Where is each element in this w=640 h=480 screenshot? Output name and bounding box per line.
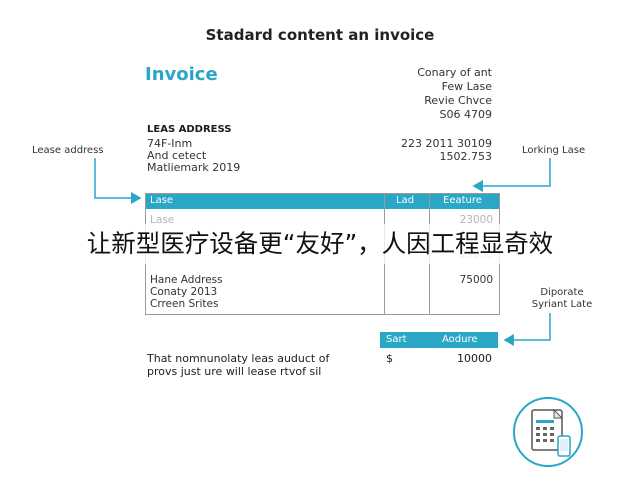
table-cell-line: Crreen Srites xyxy=(150,298,219,310)
table-header-cell: Eeature xyxy=(443,195,482,206)
company-line: Few Lase xyxy=(441,80,492,93)
company-line: Revie Chvce xyxy=(424,94,492,107)
table-cell-line: Conaty 2013 xyxy=(150,286,218,298)
invoice-number-line: 223 2011 30109 xyxy=(401,137,492,150)
caption-overlay xyxy=(0,224,640,264)
totals-note: That nomnunolaty leas auduct of provs ju… xyxy=(147,352,329,378)
callout-line: Diporate xyxy=(540,287,584,298)
callout-line: Syriant Late xyxy=(531,299,593,310)
table-header-cell: Lad xyxy=(396,195,415,206)
totals-currency: $ xyxy=(386,352,393,365)
totals-header-cell: Sart xyxy=(386,334,407,345)
callout-lorking-lase: Lorking Lase xyxy=(522,145,586,156)
invoice-number-line: 1502.753 xyxy=(439,150,493,163)
table-cell: Lase xyxy=(150,214,175,226)
table-header-cell: Lase xyxy=(150,195,174,206)
calculator-document-icon xyxy=(512,396,584,468)
lease-address-line: 74F-Inm xyxy=(147,137,193,150)
table-cell-address: Hane Address Conaty 2013 Crreen Srites xyxy=(150,274,223,310)
table-cell: 75000 xyxy=(459,274,493,286)
phone-icon xyxy=(557,435,571,457)
company-line: S06 4709 xyxy=(439,108,492,121)
table-header: Lase Lad Eeature xyxy=(146,194,499,209)
lease-address-line: And cetect xyxy=(147,149,207,162)
invoice-numbers: 223 2011 30109 1502.753 xyxy=(401,137,492,163)
company-line: Conary of ant xyxy=(417,66,492,79)
page-title: Stadard content an invoice xyxy=(205,26,435,44)
totals-amount: 10000 xyxy=(457,352,492,365)
arrow-right-bottom xyxy=(503,313,551,346)
table-cell: 23000 xyxy=(459,214,493,226)
lease-address: 74F-Inm And cetect Matliemark 2019 xyxy=(147,138,240,174)
table-cell-line: Hane Address xyxy=(150,274,223,286)
lease-address-title: LEAS ADDRESS xyxy=(147,124,232,135)
callout-lease-address: Lease address xyxy=(32,145,104,156)
callout-diporate: Diporate Syriant Late xyxy=(522,287,602,311)
arrow-left xyxy=(94,158,142,204)
totals-note-line: provs just ure will lease rtvof sil xyxy=(147,365,322,378)
lease-address-line: Matliemark 2019 xyxy=(147,161,241,174)
arrow-right-top xyxy=(472,158,551,192)
totals-note-line: That nomnunolaty leas auduct of xyxy=(147,352,330,365)
totals-header-cell: Aodure xyxy=(442,334,478,345)
company-info: Conary of ant Few Lase Revie Chvce S06 4… xyxy=(417,66,492,122)
caption-text: 让新型医疗设备更“友好”，人因工程显奇效 xyxy=(86,229,554,258)
totals-header: Sart Aodure xyxy=(380,332,498,348)
invoice-heading: Invoice xyxy=(145,64,218,85)
